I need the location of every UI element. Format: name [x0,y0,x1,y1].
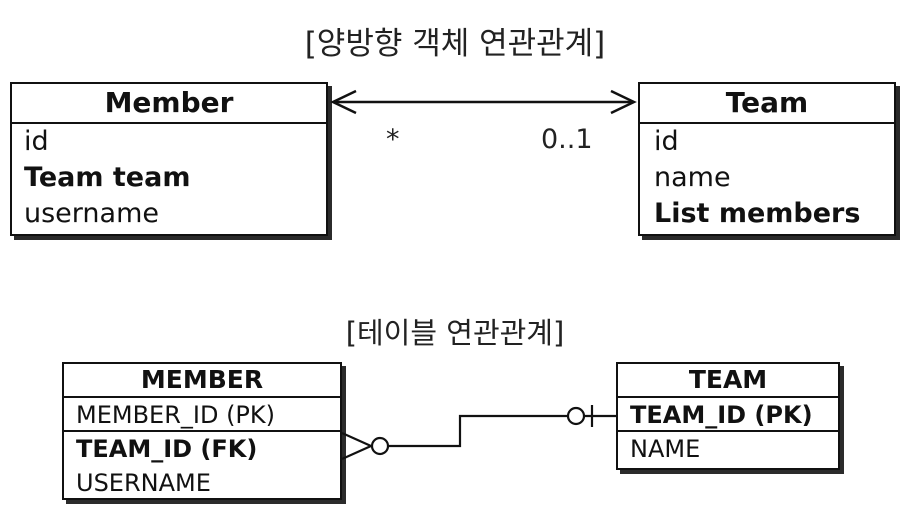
member-table-name: MEMBER [64,364,340,398]
team-field-name: name [654,162,731,193]
team-class-name: Team [640,84,894,124]
team-table-column-team-id: TEAM_ID (PK) [618,398,838,432]
foreign-key-relationship-line [341,405,616,461]
team-table-column-name: NAME [630,435,701,463]
team-class-box: Team id name List members [638,82,896,236]
zero-optional-icon [370,436,390,456]
member-table-column-team-id: TEAM_ID (FK) [76,435,258,463]
member-table-column-member-id: MEMBER_ID (PK) [64,398,340,432]
member-class-name: Member [12,84,326,124]
team-field-id: id [654,126,679,157]
team-table-name: TEAM [618,364,838,398]
team-field-members: List members [654,198,861,229]
team-table-box: TEAM TEAM_ID (PK) NAME [616,362,840,470]
object-model-title: [양방향 객체 연관관계] [304,26,606,62]
table-model-title: [테이블 연관관계] [345,316,565,350]
member-field-team: Team team [24,162,191,193]
member-table-box: MEMBER MEMBER_ID (PK) TEAM_ID (FK) USERN… [62,362,342,500]
zero-optional-icon [566,406,586,426]
member-table-column-username: USERNAME [76,469,211,497]
team-multiplicity: 0..1 [541,124,593,155]
member-class-box: Member id Team team username [10,82,328,236]
member-multiplicity: * [386,124,400,155]
crow-foot-many-icon [341,431,374,461]
member-field-username: username [24,198,159,229]
bidirectional-association-arrow [330,89,637,115]
member-field-id: id [24,126,49,157]
